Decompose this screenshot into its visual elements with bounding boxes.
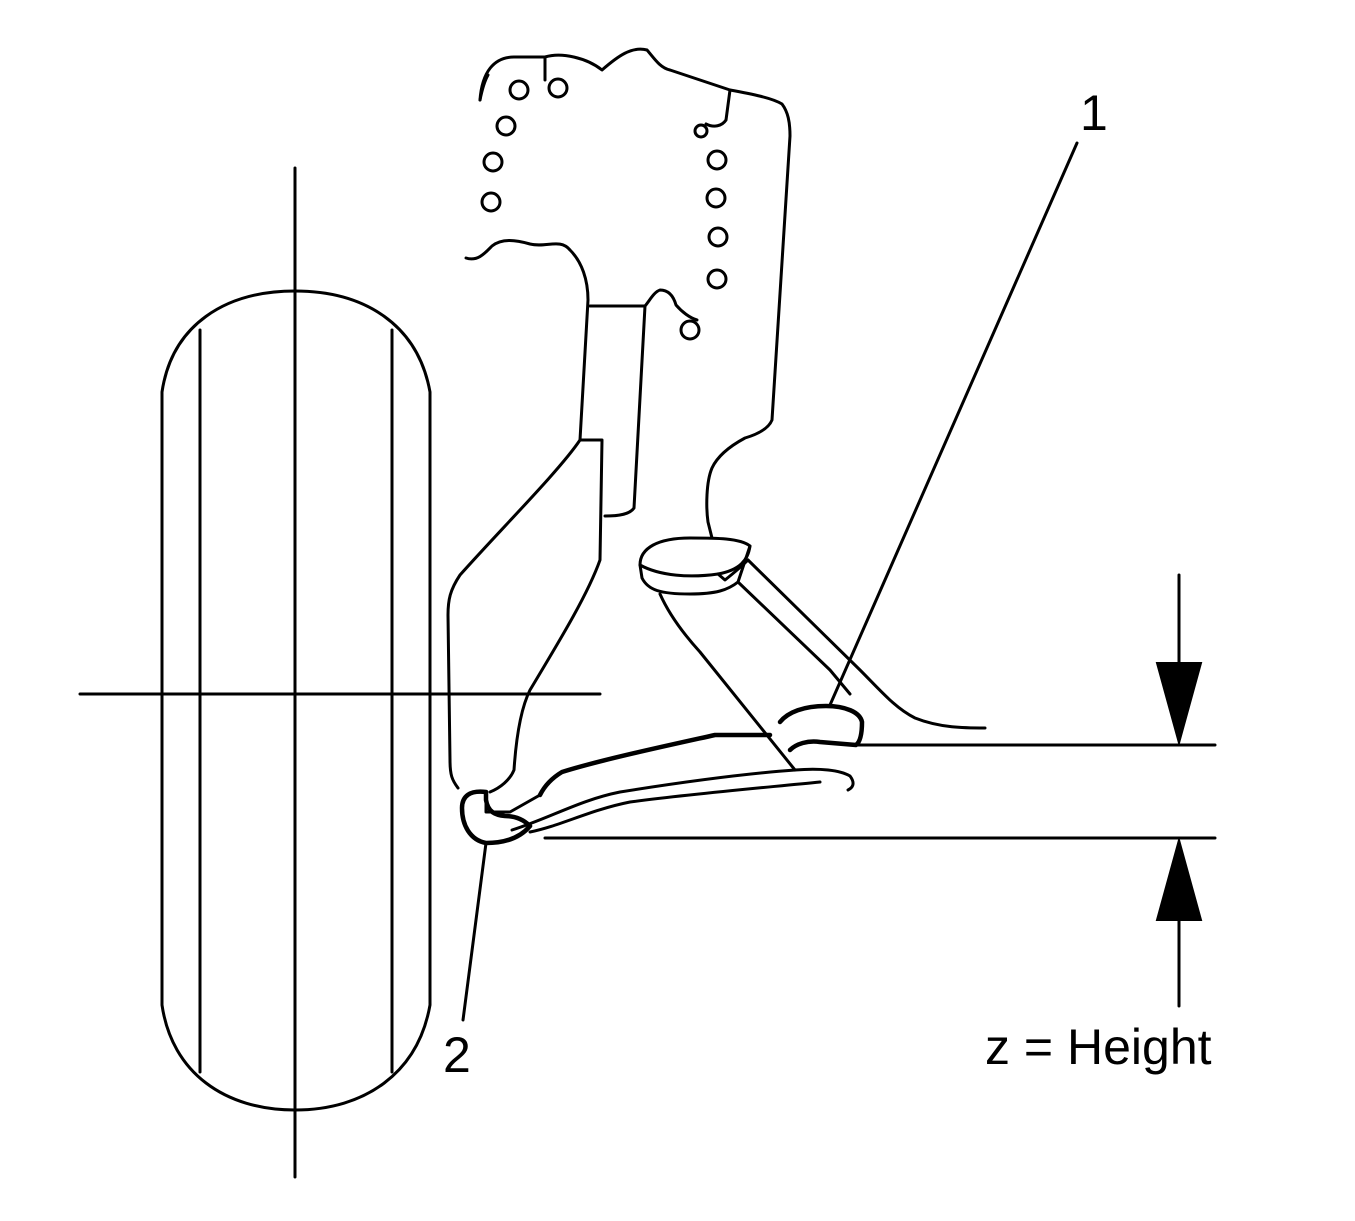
wheel: [78, 166, 602, 1179]
ball-joint-link: [484, 793, 542, 814]
callout-2-leader: [461, 841, 488, 1022]
frame-outline: [478, 47, 792, 540]
arm-edge-lower: [658, 592, 797, 772]
callout-1-leader: [828, 141, 1079, 707]
lower-arm-inner-edge: [528, 780, 822, 834]
strut-housing: [488, 438, 604, 794]
bushing-top: [638, 536, 752, 578]
upper-control-arm: [638, 536, 987, 772]
mount-hole: [706, 268, 728, 290]
arm-edge-upper: [736, 580, 852, 696]
lower-arm-bottom-edge: [510, 767, 855, 832]
upper-arrow-head: [1155, 662, 1203, 747]
bushing-side: [638, 544, 752, 596]
callout-1-label: 1: [1080, 85, 1108, 141]
measurement-point-1: [777, 703, 865, 753]
lower-arrow-head: [1155, 836, 1203, 921]
frame-inner-tab: [704, 88, 732, 128]
lower-control-arm: [459, 732, 855, 846]
mount-hole: [707, 226, 729, 248]
strut-body: [603, 304, 647, 518]
frame-left-curve: [478, 73, 490, 102]
mount-hole: [693, 123, 709, 139]
mount-hole: [547, 77, 569, 99]
mount-hole: [482, 151, 504, 173]
height-label: z = Height: [985, 1019, 1212, 1075]
callout-2-label: 2: [443, 1027, 471, 1083]
mount-hole: [508, 79, 530, 101]
mount-hole: [679, 319, 701, 341]
mount-hole: [705, 187, 727, 209]
frame-lower-left-edge: [446, 239, 590, 790]
bushing-inner: [716, 558, 750, 582]
mount-hole: [480, 191, 502, 213]
tire-outline: [160, 289, 432, 1112]
arm-edge-rear: [746, 558, 987, 730]
lower-arm-top-edge: [537, 732, 773, 798]
body-frame: [446, 47, 792, 794]
measurement-point-1-pad: [777, 703, 865, 753]
frame-cross-member: [588, 288, 699, 322]
height-dimension: [543, 573, 1217, 1008]
mount-hole: [495, 115, 517, 137]
ball-joint: [459, 789, 533, 846]
mount-hole: [706, 149, 728, 171]
